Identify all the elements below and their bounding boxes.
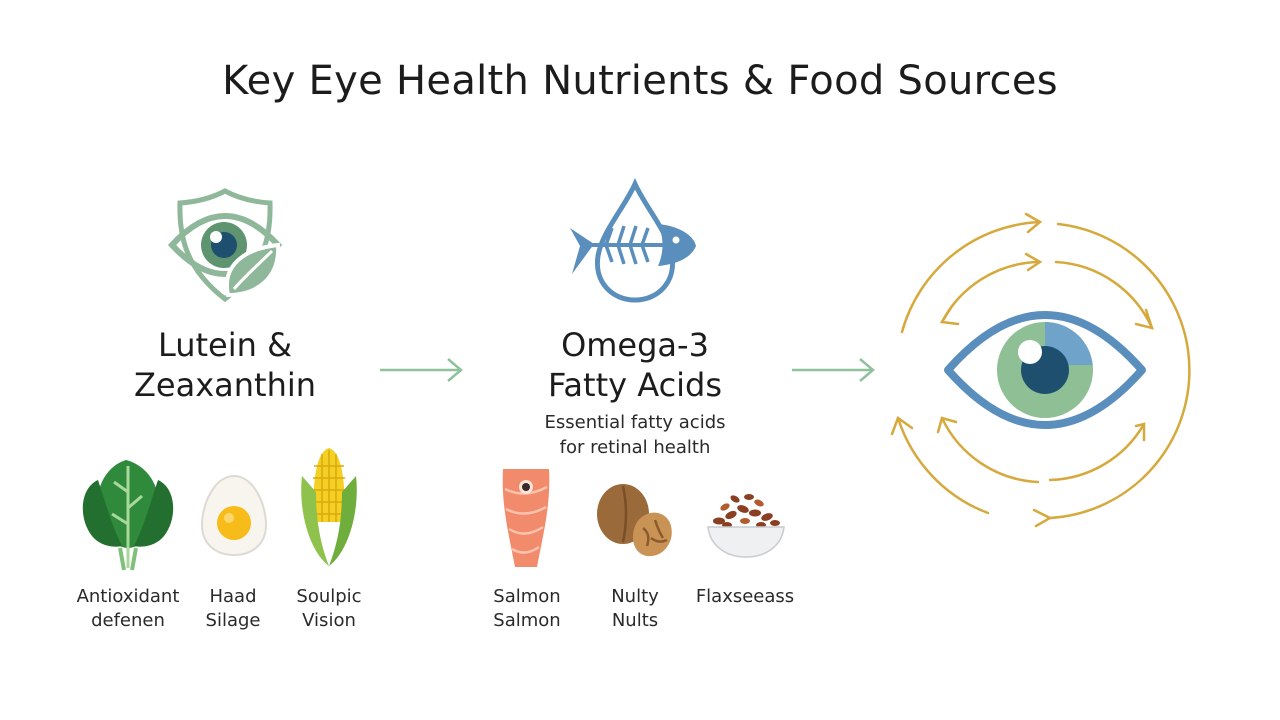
nutrient-heading-lutein: Lutein & Zeaxanthin [95, 325, 355, 405]
food-label-line: Vision [302, 610, 356, 631]
heading-line: Lutein & [157, 326, 293, 364]
nutrient-heading-omega3: Omega-3 Fatty Acids [505, 325, 765, 405]
nutrient-subtitle-omega3: Essential fatty acids for retinal health [505, 410, 765, 460]
heading-line: Omega-3 [561, 326, 709, 364]
heading-line: Zeaxanthin [133, 366, 317, 404]
food-label-line: Haad [209, 586, 257, 607]
diagram-title: Key Eye Health Nutrients & Food Sources [222, 58, 1058, 104]
shield-eye-leaf-icon [167, 188, 283, 303]
spinach-icon [82, 460, 174, 571]
food-label-spinach: Antioxidant defenen [68, 585, 188, 633]
walnut-icon [597, 484, 672, 557]
food-label-line: Nulty [611, 586, 659, 607]
food-label-salmon: Salmon Salmon [477, 585, 577, 633]
food-label-line: Flaxseeass [695, 586, 795, 607]
flow-arrow-icon [792, 358, 875, 382]
food-label-line: Silage [205, 610, 261, 631]
heading-line: Fatty Acids [547, 366, 723, 404]
flow-arrow-icon [380, 358, 463, 382]
food-label-flaxseed: Flaxseeass [685, 585, 805, 609]
food-label-walnut: Nulty Nults [585, 585, 685, 633]
subtitle-line: Essential fatty acids [544, 412, 726, 433]
food-label-corn: Soulpic Vision [283, 585, 375, 633]
food-label-line: Salmon [493, 586, 561, 607]
flaxseed-bowl-icon [707, 494, 785, 558]
food-label-line: Soulpic [296, 586, 362, 607]
food-label-line: Nults [611, 610, 659, 631]
eye-cycle-icon [890, 212, 1191, 528]
egg-icon [200, 474, 268, 557]
fish-droplet-icon [570, 178, 696, 303]
food-label-egg: Haad Silage [188, 585, 278, 633]
salmon-icon [502, 469, 550, 567]
food-label-line: Antioxidant [76, 586, 180, 607]
subtitle-line: for retinal health [559, 437, 711, 458]
food-label-line: defenen [91, 610, 165, 631]
corn-icon [301, 448, 357, 566]
food-label-line: Salmon [493, 610, 561, 631]
